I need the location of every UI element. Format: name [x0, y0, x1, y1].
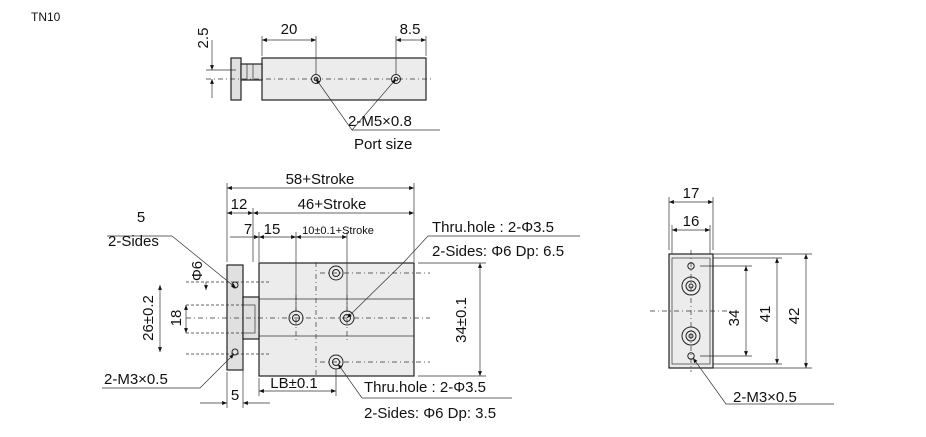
port-thread: 2-M5×0.8 [348, 113, 412, 130]
dim-rod-pitch: 18 [168, 310, 185, 327]
dim-body-length: 46+Stroke [298, 196, 367, 213]
dim-side-34: 34 [726, 310, 743, 327]
dim-hole-pitch: 10±0.1+Stroke [302, 225, 374, 237]
thru-hole-bottom: Thru.hole : 2-Φ3.5 [364, 379, 486, 396]
dim-fifteen: 15 [264, 221, 281, 238]
dim-side-width-inner: 16 [683, 213, 700, 230]
dim-plate-width: 12 [231, 196, 248, 213]
dim-overall-length: 58+Stroke [286, 171, 355, 188]
top-view-rod [240, 63, 263, 81]
plate-label: 5 [137, 209, 145, 226]
dim-seven: 7 [244, 221, 252, 238]
dim-side-41: 41 [757, 306, 774, 323]
dim-port-end: 8.5 [400, 21, 421, 38]
side-view: 17 16 34 41 42 2-M3×0.5 [650, 185, 834, 406]
dim-body-height: 34±0.1 [453, 297, 470, 343]
dim-plate-span: 26±0.2 [140, 295, 157, 341]
dim-rod-diameter: Φ6 [189, 261, 206, 281]
dim-side-42: 42 [786, 308, 803, 325]
sides-depth-top: 2-Sides: Φ6 Dp: 6.5 [432, 243, 564, 260]
front-view: 58+Stroke 12 46+Stroke 7 15 10±0.1+Strok… [102, 171, 580, 422]
front-view-body [258, 262, 415, 377]
dim-lb: LB±0.1 [270, 375, 317, 392]
dim-plate-thickness: 5 [231, 387, 239, 404]
sides-depth-bottom: 2-Sides: Φ6 Dp: 3.5 [364, 405, 496, 422]
top-view: 20 8.5 2.5 2-M5×0.8 Port size [195, 21, 440, 153]
plate-sides: 2-Sides [108, 233, 159, 250]
dim-port-pitch: 20 [281, 21, 298, 38]
dim-side-width-outer: 17 [683, 185, 700, 202]
model-label: TN10 [31, 10, 61, 24]
front-view-plate [226, 264, 244, 371]
plate-thread: 2-M3×0.5 [104, 371, 168, 388]
side-thread: 2-M3×0.5 [733, 389, 797, 406]
thru-hole-top: Thru.hole : 2-Φ3.5 [432, 219, 554, 236]
dim-top-height: 2.5 [195, 28, 212, 49]
port-size-note: Port size [354, 136, 412, 153]
